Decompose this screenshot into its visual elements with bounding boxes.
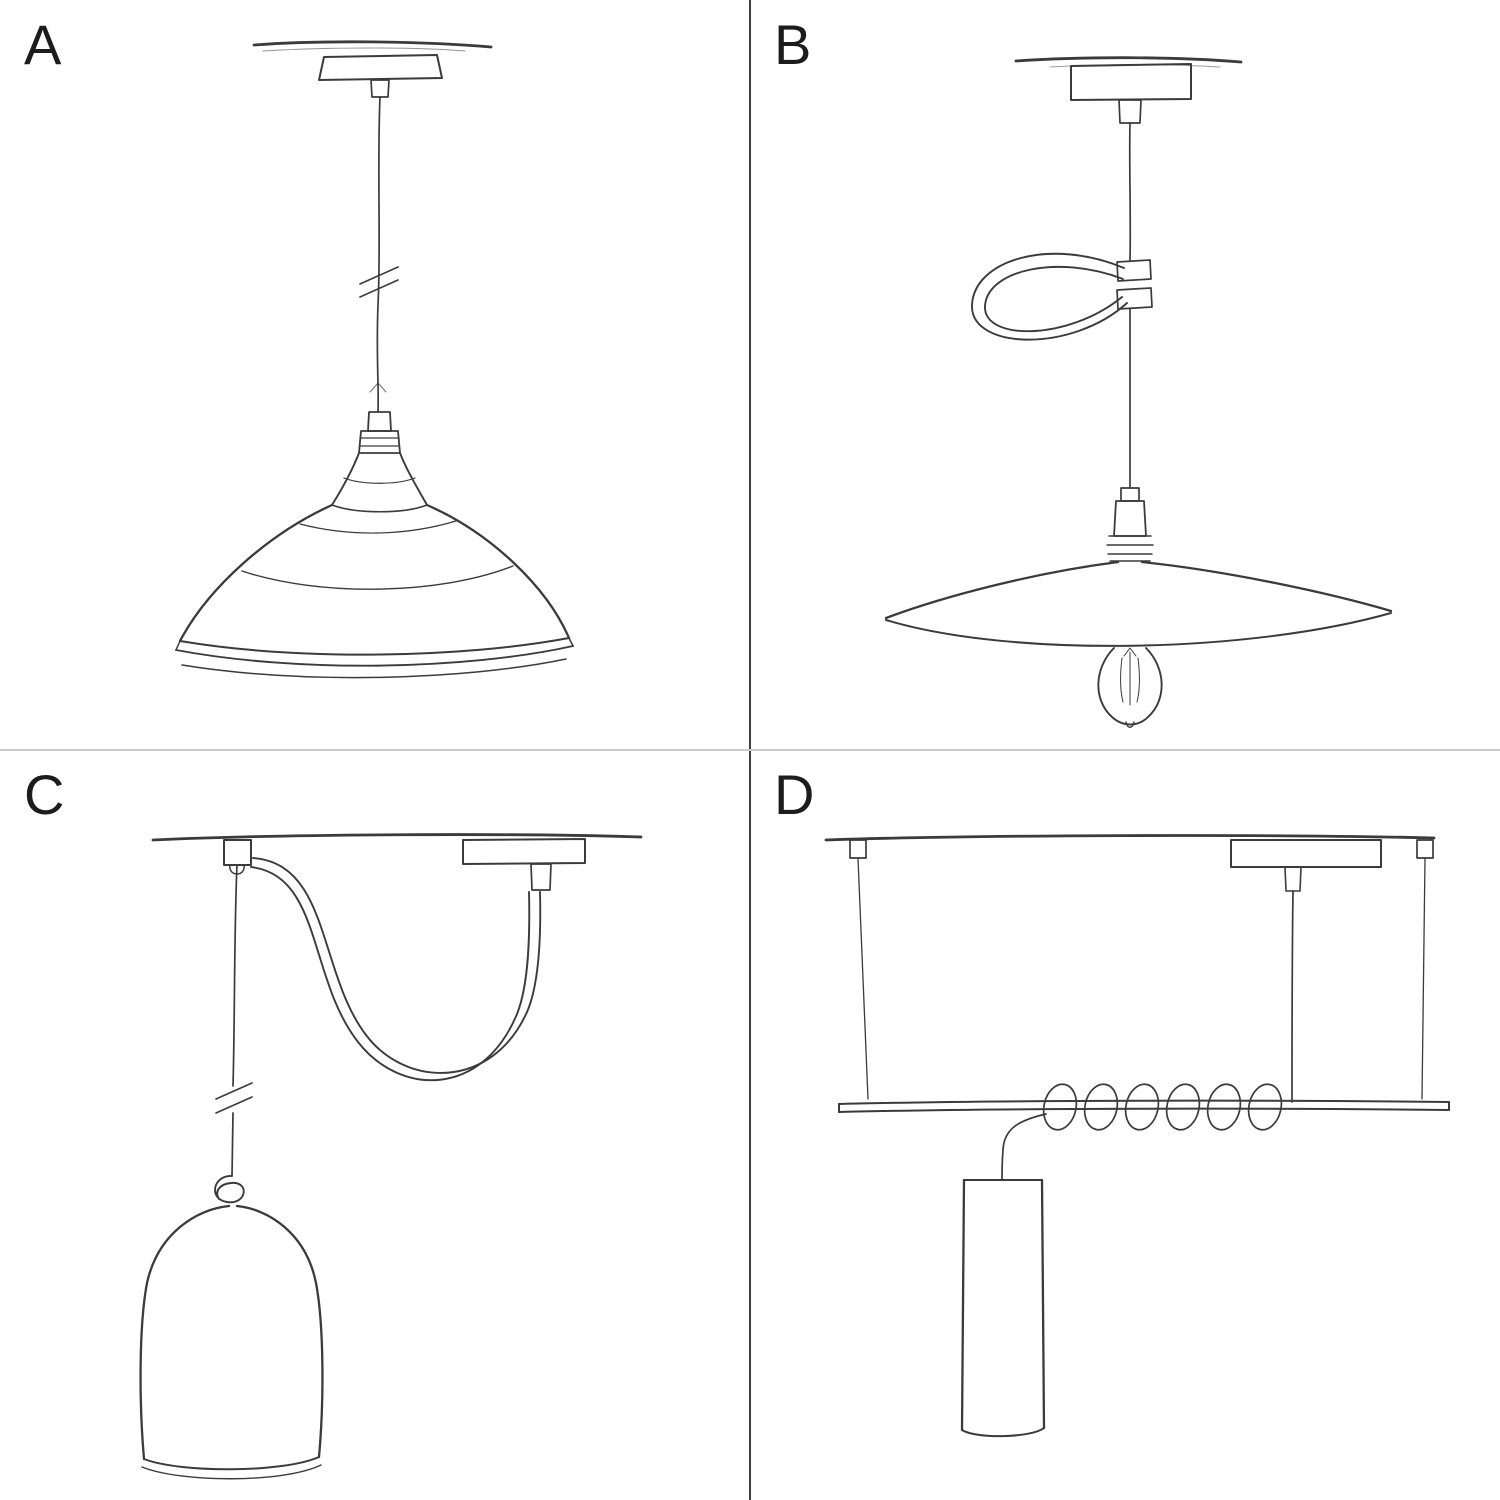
panel-a: A: [0, 0, 750, 750]
suspension-bar: [838, 1099, 1450, 1113]
cable-wrap-loop: [971, 252, 1153, 341]
ceiling-line: [824, 834, 1436, 842]
panel-b: B: [750, 0, 1500, 750]
cable-coils: [1042, 1083, 1283, 1131]
panel-d-label: D: [774, 763, 816, 826]
lamp-holder: [331, 411, 428, 506]
drop-cable: [215, 864, 253, 1177]
right-anchor: [1416, 839, 1434, 1100]
barn-shade: [175, 503, 574, 679]
bar-pendant-tube-shade-sketch: [824, 834, 1450, 1438]
ceiling-canopy: [462, 838, 586, 891]
ceiling-canopy: [1230, 839, 1382, 892]
drop-cable: [1001, 1113, 1047, 1181]
ceiling-canopy: [1070, 63, 1192, 124]
cable-knot: [214, 1175, 245, 1203]
panel-d: D: [750, 750, 1500, 1500]
swag-pendant-bell-shade-sketch: [139, 833, 643, 1480]
panel-c: C: [0, 750, 750, 1500]
left-anchor: [849, 839, 869, 1100]
pendant-barn-shade-sketch: [175, 40, 574, 679]
ceiling-line: [151, 833, 643, 842]
panel-c-label: C: [24, 763, 66, 826]
ceiling-canopy: [318, 54, 443, 98]
ceiling-line: [252, 40, 493, 52]
panel-b-label: B: [774, 13, 813, 76]
light-bulb: [1097, 647, 1163, 728]
pendant-cable: [359, 96, 399, 413]
center-cable: [1291, 890, 1294, 1103]
bell-shade: [139, 1204, 324, 1480]
swag-cable: [250, 857, 542, 1082]
flat-plate-shade: [884, 560, 1393, 647]
lamp-holder: [1106, 487, 1154, 562]
panel-a-label: A: [24, 13, 63, 76]
pendant-cable: [1128, 122, 1132, 261]
tube-shade: [960, 1178, 1046, 1438]
horizontal-divider: [0, 749, 1500, 751]
pendant-plate-shade-bulb-sketch: [884, 56, 1393, 728]
